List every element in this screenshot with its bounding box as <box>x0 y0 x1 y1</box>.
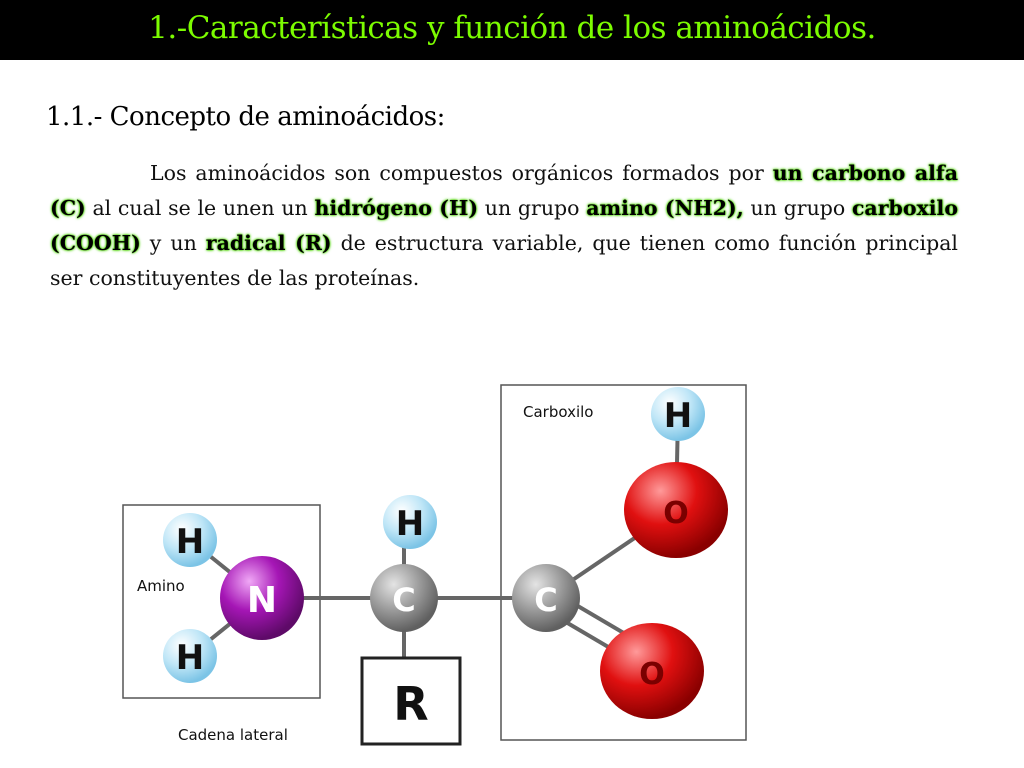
highlight-carboxilo: carboxilo (COOH) <box>50 196 958 255</box>
text-part-5: y un <box>140 231 206 255</box>
label-amino: Amino <box>137 577 185 595</box>
text-part-3: un grupo <box>478 196 587 220</box>
hydrogen-carboxilo: H <box>651 387 705 441</box>
highlight-hidrogeno: hidrógeno (H) <box>314 196 479 220</box>
amino-box <box>122 504 321 699</box>
hydrogen-amino-bottom: H <box>163 629 217 683</box>
hydrogen-alpha: H <box>383 495 437 549</box>
page-title: 1.-Características y función de los amin… <box>148 10 876 46</box>
svg-text:H: H <box>396 504 424 544</box>
concept-paragraph: Los aminoácidos son compuestos orgánicos… <box>50 156 958 296</box>
hydrogen-amino-top: H <box>163 513 217 567</box>
carbon-carboxilo: C <box>512 564 580 632</box>
slide-body: 1.1.- Concepto de aminoácidos: Los amino… <box>0 60 1024 768</box>
text-part-6: de estructura variable, que tienen como … <box>50 231 958 290</box>
svg-text:H: H <box>176 638 204 678</box>
oxygen-hydroxyl: O <box>624 462 728 558</box>
carbon-alpha: C <box>370 564 438 632</box>
svg-text:C: C <box>392 581 415 619</box>
title-bar: 1.-Características y función de los amin… <box>0 0 1024 60</box>
section-subtitle: 1.1.- Concepto de aminoácidos: <box>46 102 445 132</box>
carboxilo-box <box>500 384 747 741</box>
svg-text:O: O <box>639 657 665 692</box>
svg-text:O: O <box>663 496 689 531</box>
highlight-carbono: un carbono alfa (C) <box>50 161 958 220</box>
oxygen-carbonyl: O <box>600 623 704 719</box>
label-cadena-lateral: Cadena lateral <box>178 726 288 744</box>
svg-text:H: H <box>664 396 692 436</box>
svg-text:N: N <box>247 580 277 621</box>
highlight-amino: amino (NH2), <box>586 196 744 220</box>
text-part-1: Los aminoácidos son compuestos orgánicos… <box>150 161 773 185</box>
svg-text:C: C <box>534 581 557 619</box>
text-part-2: al cual se le unen un <box>85 196 315 220</box>
text-part-4: un grupo <box>743 196 852 220</box>
radical-r-box: R <box>360 656 462 746</box>
label-carboxilo: Carboxilo <box>523 403 593 421</box>
amino-acid-diagram: H H H H N C C O <box>122 384 747 746</box>
svg-text:H: H <box>176 522 204 562</box>
svg-text:R: R <box>393 677 428 731</box>
nitrogen-atom: N <box>220 556 304 640</box>
highlight-radical: radical (R) <box>205 231 332 255</box>
